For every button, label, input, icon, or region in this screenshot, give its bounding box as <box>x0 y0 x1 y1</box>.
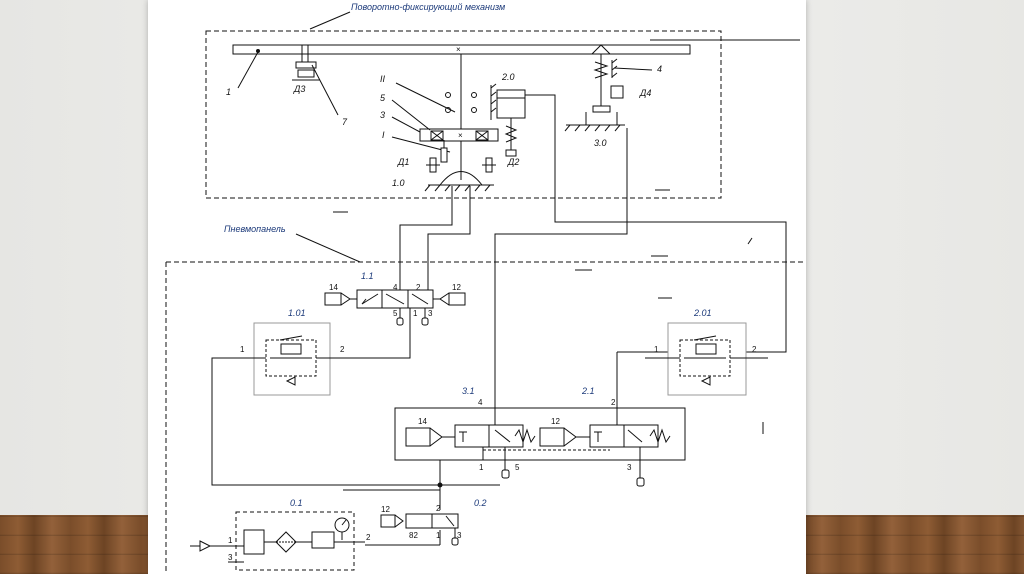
port-2-01-2: 2 <box>752 345 757 354</box>
port-1-1-4: 4 <box>393 283 398 292</box>
port-3-1-5: 5 <box>515 463 520 472</box>
port-0-1-3: 3 <box>228 553 233 562</box>
port-1-1-5: 5 <box>393 309 398 318</box>
label-ii: II <box>380 74 386 84</box>
port-1-1-3: 3 <box>428 309 433 318</box>
component-2-01: 2.01 <box>693 308 712 318</box>
port-0-2-82: 82 <box>409 531 418 540</box>
port-3-1-1: 1 <box>479 463 484 472</box>
panel-title: Пневмопанель <box>224 224 286 234</box>
port-1-01-2: 2 <box>340 345 345 354</box>
label-3: 3 <box>380 110 385 120</box>
port-0-2-3: 3 <box>457 531 462 540</box>
component-0-2: 0.2 <box>474 498 487 508</box>
port-2-1-3: 3 <box>627 463 632 472</box>
label-d2: Д2 <box>507 157 519 167</box>
label-3-0: 3.0 <box>594 138 607 148</box>
slide-page <box>148 0 806 574</box>
port-2-1-2: 2 <box>611 398 616 407</box>
component-2-1: 2.1 <box>581 386 595 396</box>
port-1-1-1: 1 <box>413 309 418 318</box>
port-0-1-2: 2 <box>366 533 371 542</box>
port-1-1-12: 12 <box>452 283 461 292</box>
port-0-2-12: 12 <box>381 505 390 514</box>
component-1-01: 1.01 <box>288 308 306 318</box>
port-0-2-1: 1 <box>436 531 441 540</box>
port-1-1-14: 14 <box>329 283 338 292</box>
label-4: 4 <box>657 64 662 74</box>
regulator-1-01 <box>253 322 331 396</box>
component-1-1: 1.1 <box>361 271 374 281</box>
svg-text:×: × <box>456 45 461 54</box>
component-0-1: 0.1 <box>290 498 303 508</box>
port-0-2-2: 2 <box>436 504 441 513</box>
port-2-01-1: 1 <box>654 345 659 354</box>
port-1-1-2: 2 <box>416 283 421 292</box>
label-1-0: 1.0 <box>392 178 405 188</box>
label-d1: Д1 <box>397 157 409 167</box>
port-2-1-12: 12 <box>551 417 560 426</box>
unit-0-1 <box>235 511 355 571</box>
svg-text:×: × <box>458 131 463 140</box>
mechanism-title: Поворотно-фиксирующий механизм <box>351 2 505 12</box>
label-1: 1 <box>226 87 231 97</box>
label-5: 5 <box>380 93 386 103</box>
label-i: I <box>382 130 385 140</box>
label-d3: Д3 <box>293 84 305 94</box>
label-d4: Д4 <box>639 88 651 98</box>
port-3-1-14: 14 <box>418 417 427 426</box>
label-2-0: 2.0 <box>501 72 515 82</box>
component-3-1: 3.1 <box>462 386 475 396</box>
port-1-01-1: 1 <box>240 345 245 354</box>
mechanism-frame <box>205 30 722 199</box>
label-7: 7 <box>342 117 348 127</box>
port-0-1-1: 1 <box>228 536 233 545</box>
port-3-1-4: 4 <box>478 398 483 407</box>
